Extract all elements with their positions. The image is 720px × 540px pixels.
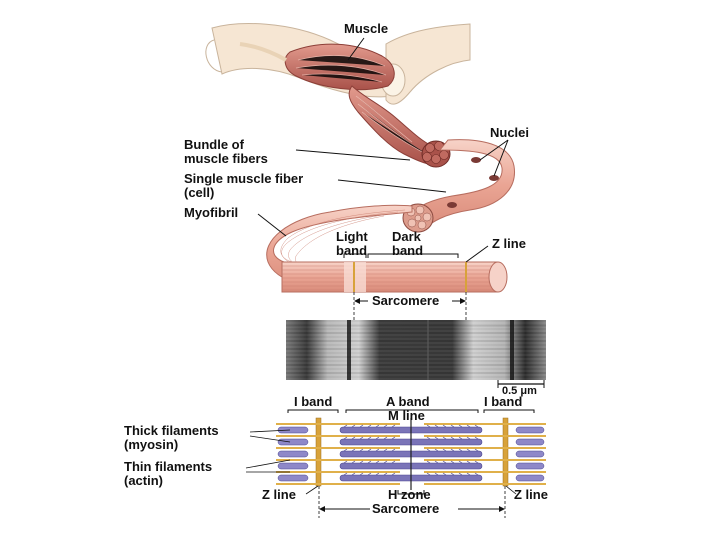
- thin-filaments-leader: [245, 459, 291, 469]
- label-light-band: Light band: [336, 229, 368, 258]
- label-sarcomere-bottom: Sarcomere: [372, 501, 440, 516]
- nucleus-icon: [447, 202, 457, 208]
- label-m-line: M line: [388, 408, 425, 423]
- micrograph-texture: [286, 325, 546, 374]
- thick-filaments-leader: [249, 429, 291, 433]
- z-line-left-leader: [305, 485, 319, 495]
- myofibril-end-cap: [488, 261, 508, 293]
- sarcomere-schematic: [245, 409, 546, 518]
- label-thin-filaments: Thin filaments (actin): [124, 459, 213, 488]
- label-a-band: A band: [386, 394, 430, 409]
- myofibril: [257, 204, 508, 320]
- label-thick-filaments: Thick filaments (myosin): [124, 423, 219, 452]
- thick-filaments-leader: [249, 435, 291, 443]
- label-z-line-left: Z line: [262, 487, 296, 502]
- muscle-leader: [347, 37, 365, 61]
- label-muscle: Muscle: [344, 21, 389, 36]
- arrowhead: [499, 506, 505, 512]
- nuclei-leader: [479, 139, 509, 161]
- label-bundle: Bundle of muscle fibers: [184, 137, 268, 166]
- myofibril-leader: [257, 213, 287, 237]
- thin-filaments: [276, 423, 546, 485]
- bundle-cross-section: [421, 140, 451, 168]
- bundle-striations: [355, 95, 431, 157]
- z-disc-right: [502, 417, 509, 487]
- light-band-bracket: [343, 253, 367, 258]
- biceps-striations: [295, 55, 387, 83]
- nucleus-icon: [489, 175, 499, 181]
- label-scale-bar: 0.5 μm: [502, 385, 537, 397]
- label-dark-band: Dark band: [392, 229, 424, 258]
- dark-band-bracket: [367, 253, 459, 258]
- bundle-leader: [295, 149, 411, 161]
- myofibril-lines: [282, 265, 498, 291]
- muscle-bundle: [295, 85, 451, 168]
- forearm-skin: [385, 23, 471, 105]
- label-i-band-right: I band: [484, 394, 523, 409]
- i-band-left-bracket: [287, 409, 339, 413]
- i-band-right-bracket: [483, 409, 535, 413]
- micrograph-m-line: [427, 320, 429, 380]
- label-z-line-top: Z line: [492, 236, 526, 251]
- arrowhead: [319, 506, 325, 512]
- h-zone-bracket: [397, 490, 425, 495]
- nuclei-leader: [493, 139, 509, 177]
- z-line-top-leader: [465, 245, 489, 263]
- electron-micrograph: [286, 320, 546, 388]
- arm-illustration: [205, 23, 471, 105]
- a-band-bracket: [345, 409, 479, 413]
- z-line-right-leader: [505, 485, 517, 495]
- label-i-band-left: I band: [294, 394, 333, 409]
- z-disc-left: [315, 417, 322, 487]
- label-myofibril: Myofibril: [184, 205, 239, 220]
- arrowhead: [354, 298, 360, 304]
- label-z-line-right: Z line: [514, 487, 548, 502]
- nucleus-icon: [471, 157, 481, 163]
- label-sarcomere-top: Sarcomere: [372, 293, 440, 308]
- hand-outline: [205, 39, 223, 73]
- label-nuclei: Nuclei: [490, 125, 530, 140]
- tendon: [239, 42, 287, 62]
- myofibril-cylinder: [281, 261, 499, 293]
- label-h-zone: H zone: [388, 487, 431, 502]
- outer-myosin: [277, 426, 545, 482]
- single-fiber-leader: [337, 179, 447, 193]
- micrograph-z-line: [347, 320, 351, 380]
- label-single-fiber: Single muscle fiber (cell): [184, 171, 304, 200]
- micrograph-z-line: [510, 320, 514, 380]
- arrowhead: [460, 298, 466, 304]
- myosin-heads: [343, 424, 479, 476]
